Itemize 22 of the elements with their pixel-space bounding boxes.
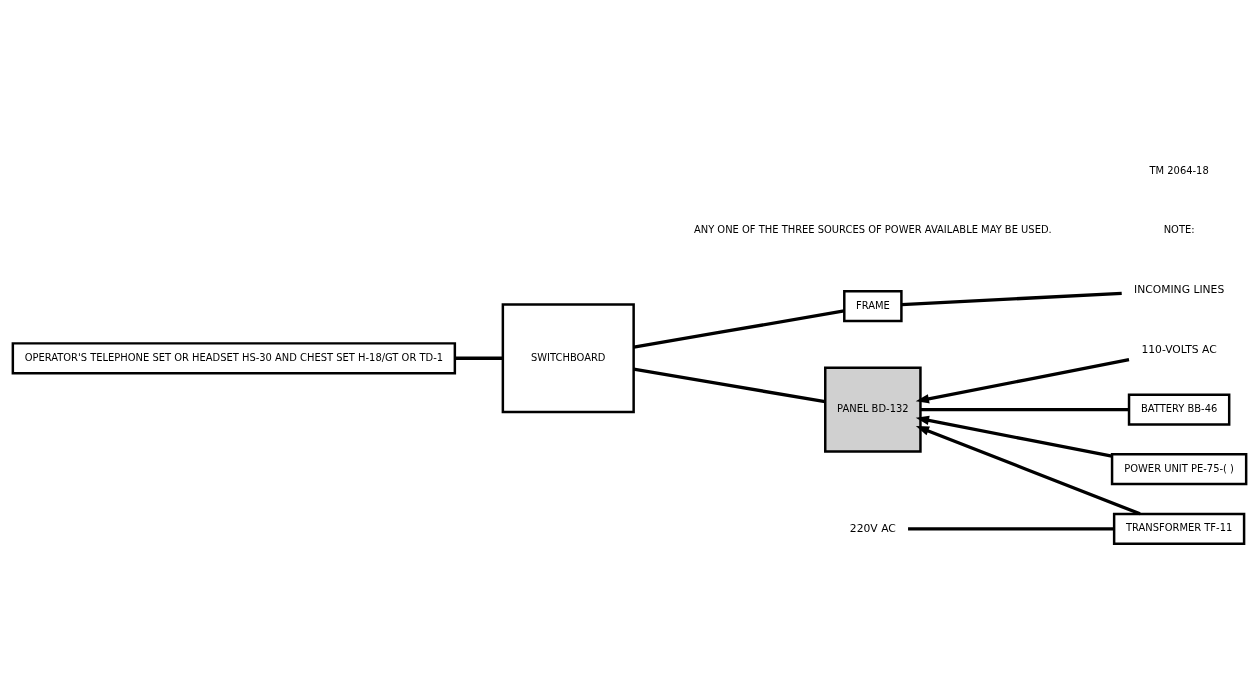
node-text: 110-VOLTS AC <box>1141 342 1217 356</box>
label: TM 2064-18 <box>1149 164 1209 176</box>
label: ANY ONE OF THE THREE SOURCES OF POWER AVAILABLE MAY BE USED. <box>693 224 1052 236</box>
connector <box>633 367 826 404</box>
node-box: POWER UNIT PE-75-( ) <box>1110 453 1248 486</box>
connector <box>901 291 1122 307</box>
connector <box>633 309 845 349</box>
arrow <box>915 415 1113 458</box>
node-text: INCOMING LINES <box>1134 283 1225 297</box>
label: NOTE: <box>1163 224 1195 236</box>
node-text: 220V AC <box>849 521 896 535</box>
node-box: TRANSFORMER TF-11 <box>1112 512 1246 545</box>
arrow <box>915 426 1141 516</box>
connector <box>908 527 1115 531</box>
connector <box>920 407 1129 412</box>
node-box: PANEL BD-132 <box>824 366 922 453</box>
node-box: OPERATOR'S TELEPHONE SET OR HEADSET HS-30 AND CHEST SET H-18/GT OR TD-1 <box>11 342 457 375</box>
connector <box>454 356 503 360</box>
node-box: SWITCHBOARD <box>501 303 635 414</box>
arrow <box>915 358 1130 404</box>
node-box: BATTERY BB-46 <box>1127 393 1231 426</box>
node-box: FRAME <box>843 290 903 323</box>
